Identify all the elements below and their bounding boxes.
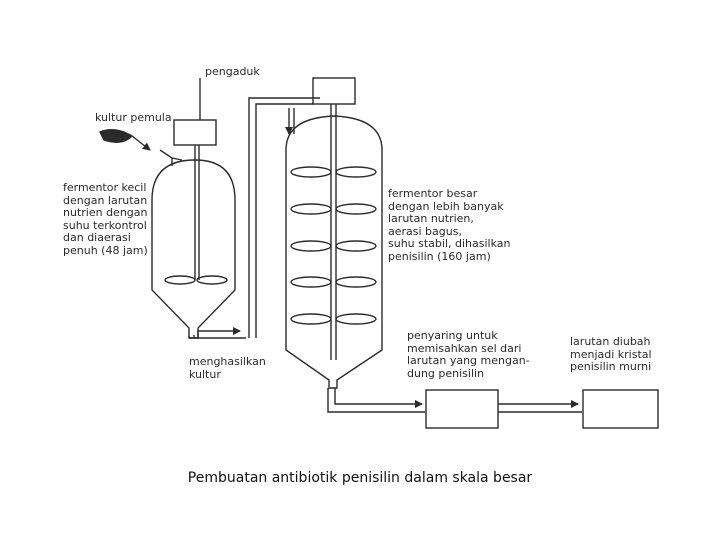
small-fermentor-motor [173, 119, 217, 146]
figure-caption: Pembuatan antibiotik penisilin dalam ska… [187, 470, 533, 486]
label-kultur-pemula: kultur pemula [95, 111, 172, 124]
label-menghasilkan-kultur: menghasilkan kultur [189, 355, 266, 381]
small-fermentor-vessel [151, 159, 236, 339]
large-fermentor-vessel [285, 115, 383, 389]
large-fermentor-impellers [290, 166, 377, 325]
label-penyaring: penyaring untuk memisahkan sel dari laru… [407, 329, 530, 380]
inoculum-inlet [159, 149, 183, 166]
label-pengaduk: pengaduk [205, 65, 260, 78]
spore-icon [99, 129, 134, 143]
large-fermentor-motor [312, 77, 356, 105]
filter-box [425, 389, 499, 429]
label-fermentor-besar: fermentor besar dengan lebih banyak laru… [388, 187, 511, 263]
crystallizer-box [582, 389, 659, 429]
label-larutan-diubah: larutan diubah menjadi kristal penisilin… [570, 335, 652, 373]
small-fermentor-impeller [164, 275, 196, 285]
label-fermentor-kecil: fermentor kecil dengan larutan nutrien d… [63, 181, 148, 257]
